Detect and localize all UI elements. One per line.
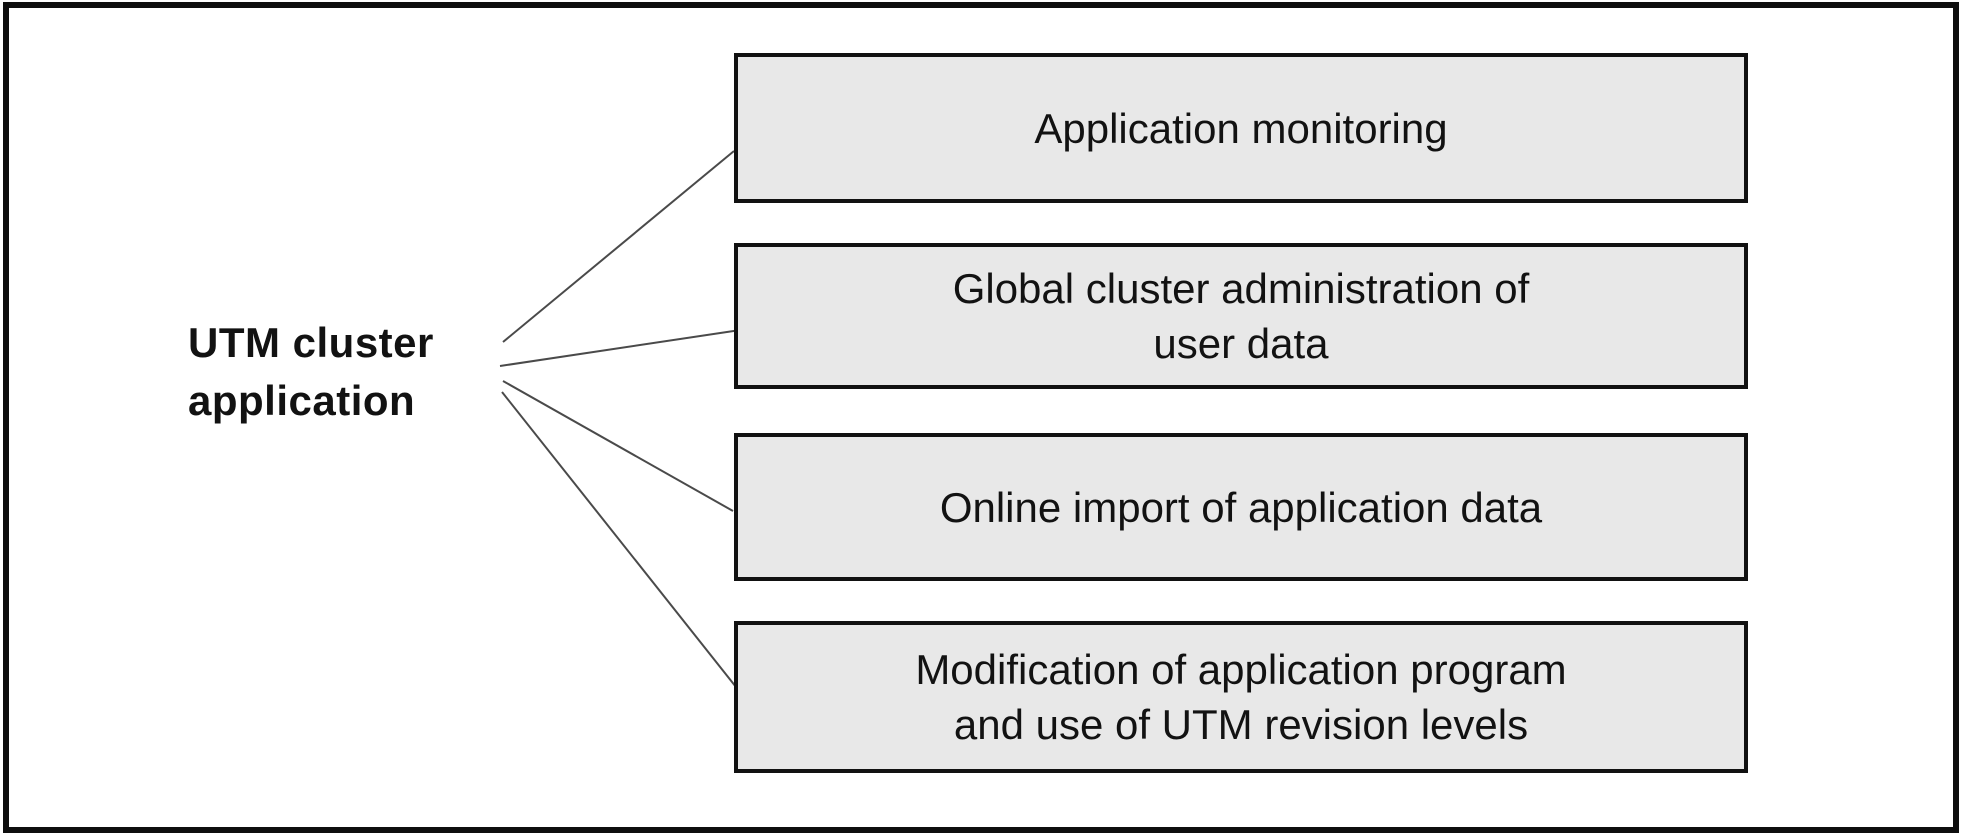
- box-online-import: Online import of application data: [734, 433, 1748, 581]
- box-label: Application monitoring: [1034, 104, 1448, 152]
- box-global-cluster-administration: Global cluster administration of user da…: [734, 243, 1748, 389]
- box-label: Modification of application program and …: [915, 646, 1567, 748]
- root-label-utm-cluster-application: UTM cluster application: [188, 319, 434, 424]
- connector-line-global-cluster-administration: [499, 328, 748, 367]
- connector-line-application-monitoring: [502, 150, 735, 343]
- connector-line-modification-revision-levels: [501, 391, 737, 688]
- box-application-monitoring: Application monitoring: [734, 53, 1748, 203]
- connector-line-online-import: [502, 380, 734, 512]
- box-label: Global cluster administration of user da…: [952, 265, 1530, 367]
- box-modification-revision-levels: Modification of application program and …: [734, 621, 1748, 773]
- box-label: Online import of application data: [939, 483, 1543, 531]
